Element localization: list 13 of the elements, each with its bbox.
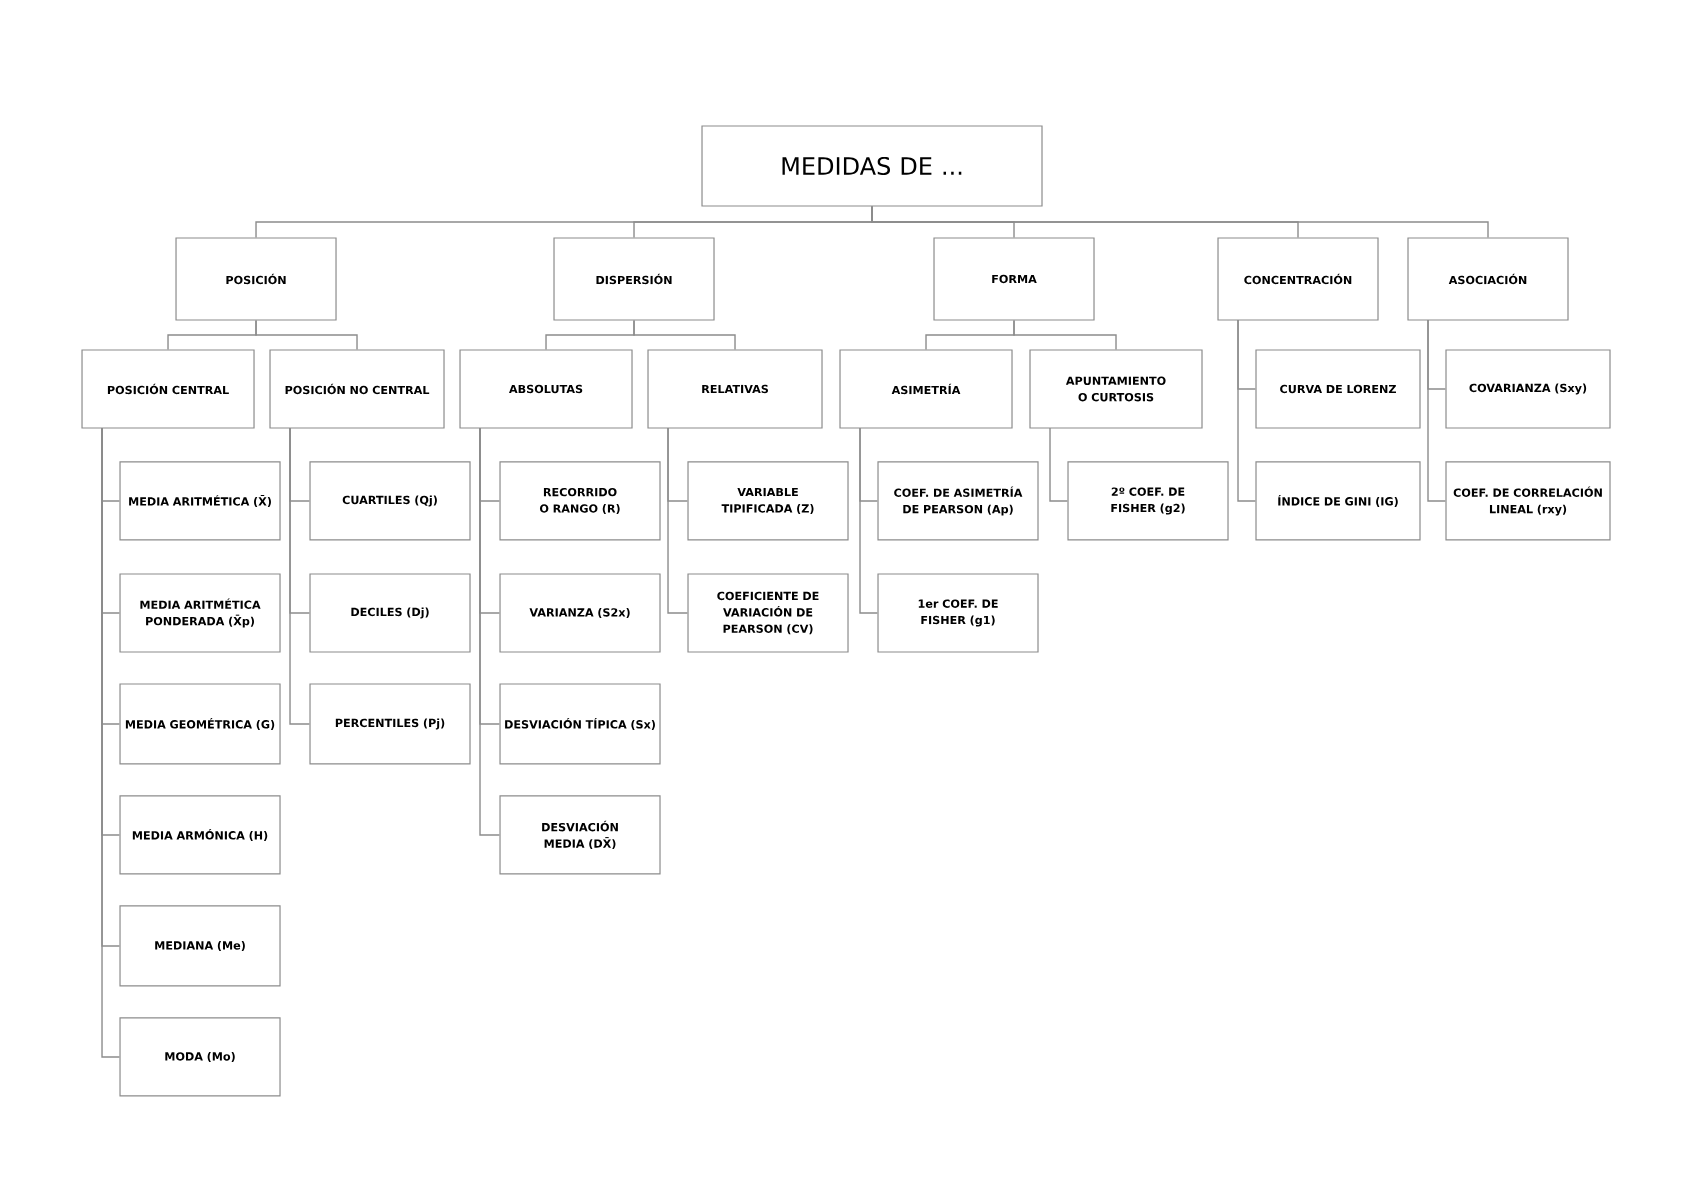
connector-line	[859, 427, 879, 614]
connector-line	[479, 427, 501, 836]
connector-line	[871, 205, 1489, 239]
connector-line	[101, 427, 121, 1058]
title-box: MEDIDAS DE ...	[701, 125, 1043, 207]
connector-line	[289, 427, 311, 725]
connector-line	[1237, 319, 1257, 502]
connector-line	[255, 319, 358, 351]
connector-line	[1427, 319, 1447, 502]
connector-line	[1013, 319, 1117, 351]
connector-line	[633, 319, 736, 351]
connector-line	[1049, 427, 1069, 502]
connector-line	[667, 427, 689, 614]
